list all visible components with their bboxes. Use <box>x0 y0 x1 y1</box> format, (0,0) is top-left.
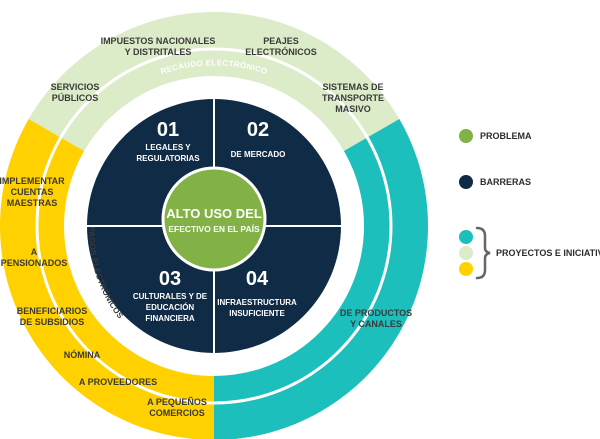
outer-item-pensionados: A PENSIONADOS <box>1 247 68 268</box>
outer-sector-pagos <box>0 119 214 439</box>
outer-item-line: A <box>31 247 38 257</box>
outer-sector-recaudo <box>28 12 400 152</box>
outer-item-impuestos: IMPUESTOS NACIONALES Y DISTRITALES <box>101 36 216 57</box>
problem-title: ALTO USO DEL <box>166 206 262 221</box>
outer-item-line: TRANSPORTE <box>322 93 384 103</box>
outer-item-line: PENSIONADOS <box>1 258 68 268</box>
legend-swatch-problema <box>459 129 473 143</box>
outer-item-comercios: A PEQUEÑOS COMERCIOS <box>147 397 207 418</box>
legend-item-barreras: BARRERAS <box>459 175 531 189</box>
barrier-04: 04 INFRAESTRUCTURA INSUFICIENTE <box>217 268 297 318</box>
outer-item-line: DE PRODUCTOS <box>340 308 412 318</box>
barrier-text-line: CULTURALES Y DE <box>133 292 208 301</box>
legend-swatch-light-green <box>459 246 473 260</box>
barrier-text-line: INFRAESTRUCTURA <box>217 298 297 307</box>
outer-item-line: A PROVEEDORES <box>79 377 157 387</box>
separator-ring-inner <box>64 76 364 376</box>
outer-item-servicios: SERVICIOS PÚBLICOS <box>51 82 100 103</box>
barrier-text-line: REGULATORIAS <box>136 154 200 163</box>
outer-item-line: A PEQUEÑOS <box>147 397 207 407</box>
legend-label-barreras: BARRERAS <box>480 177 531 187</box>
outer-item-line: PÚBLICOS <box>52 92 99 103</box>
legend-swatch-teal <box>459 230 473 244</box>
problem-subtitle: EFECTIVO EN EL PAÍS <box>168 224 260 234</box>
outer-item-line: Y DISTRITALES <box>125 47 192 57</box>
barrier-02: 02 DE MERCADO <box>231 119 286 159</box>
legend-item-problema: PROBLEMA <box>459 129 532 143</box>
barrier-text-line: EDUCACIÓN <box>146 303 195 312</box>
outer-item-line: SISTEMAS DE <box>322 82 383 92</box>
barrier-text-line: INSUFICIENTE <box>229 309 285 318</box>
legend: PROBLEMA BARRERAS PROYECTOS E INICIATIVA… <box>459 129 600 280</box>
outer-item-nomina: NÓMINA <box>64 349 101 360</box>
barrier-text-line: FINANCIERA <box>145 314 195 323</box>
legend-bracket <box>475 226 491 280</box>
outer-item-sistemas: SISTEMAS DE TRANSPORTE MASIVO <box>322 82 384 114</box>
outer-item-line: IMPUESTOS NACIONALES <box>101 36 216 46</box>
barrier-01: 01 LEGALES Y REGULATORIAS <box>136 119 200 163</box>
barrier-text-line: DE MERCADO <box>231 150 286 159</box>
legend-swatch-yellow <box>459 262 473 276</box>
outer-item-line: COMERCIOS <box>149 408 205 418</box>
outer-item-line: SERVICIOS <box>51 82 100 92</box>
legend-label-problema: PROBLEMA <box>480 131 532 141</box>
barrier-number: 03 <box>159 268 181 290</box>
barrier-text-line: LEGALES Y <box>145 143 191 152</box>
outer-sector-interoperabilidad <box>214 119 428 439</box>
barrier-03: 03 CULTURALES Y DE EDUCACIÓN FINANCIERA <box>133 268 208 323</box>
problem-disk <box>161 166 267 272</box>
barrier-number: 04 <box>246 268 269 290</box>
outer-item-cuentas: IMPLEMENTAR CUENTAS MAESTRAS <box>0 176 65 208</box>
outer-item-line: MASIVO <box>335 104 371 114</box>
outer-item-line: DE SUBSIDIOS <box>20 317 85 327</box>
outer-item-line: Y CANALES <box>350 319 402 329</box>
legend-swatch-barreras <box>459 175 473 189</box>
outer-item-line: PEAJES <box>263 36 299 46</box>
legend-label-proyectos: PROYECTOS E INICIATIVAS <box>496 248 600 258</box>
outer-item-productos: DE PRODUCTOS Y CANALES <box>340 308 412 329</box>
outer-item-line: MAESTRAS <box>7 198 58 208</box>
outer-item-line: BENEFICIARIOS <box>17 306 88 316</box>
outer-item-line: NÓMINA <box>64 349 101 360</box>
outer-item-beneficiarios: BENEFICIARIOS DE SUBSIDIOS <box>17 306 88 327</box>
legend-item-proyectos: PROYECTOS E INICIATIVAS <box>459 226 600 280</box>
separator-ring-outer <box>35 47 393 405</box>
outer-item-proveedores: A PROVEEDORES <box>79 377 157 387</box>
outer-item-peajes: PEAJES ELECTRÓNICOS <box>245 36 317 57</box>
outer-item-line: ELECTRÓNICOS <box>245 46 317 57</box>
outer-item-line: IMPLEMENTAR <box>0 176 65 186</box>
barrier-number: 01 <box>157 119 179 141</box>
outer-item-line: CUENTAS <box>11 187 54 197</box>
barrier-number: 02 <box>247 119 269 141</box>
